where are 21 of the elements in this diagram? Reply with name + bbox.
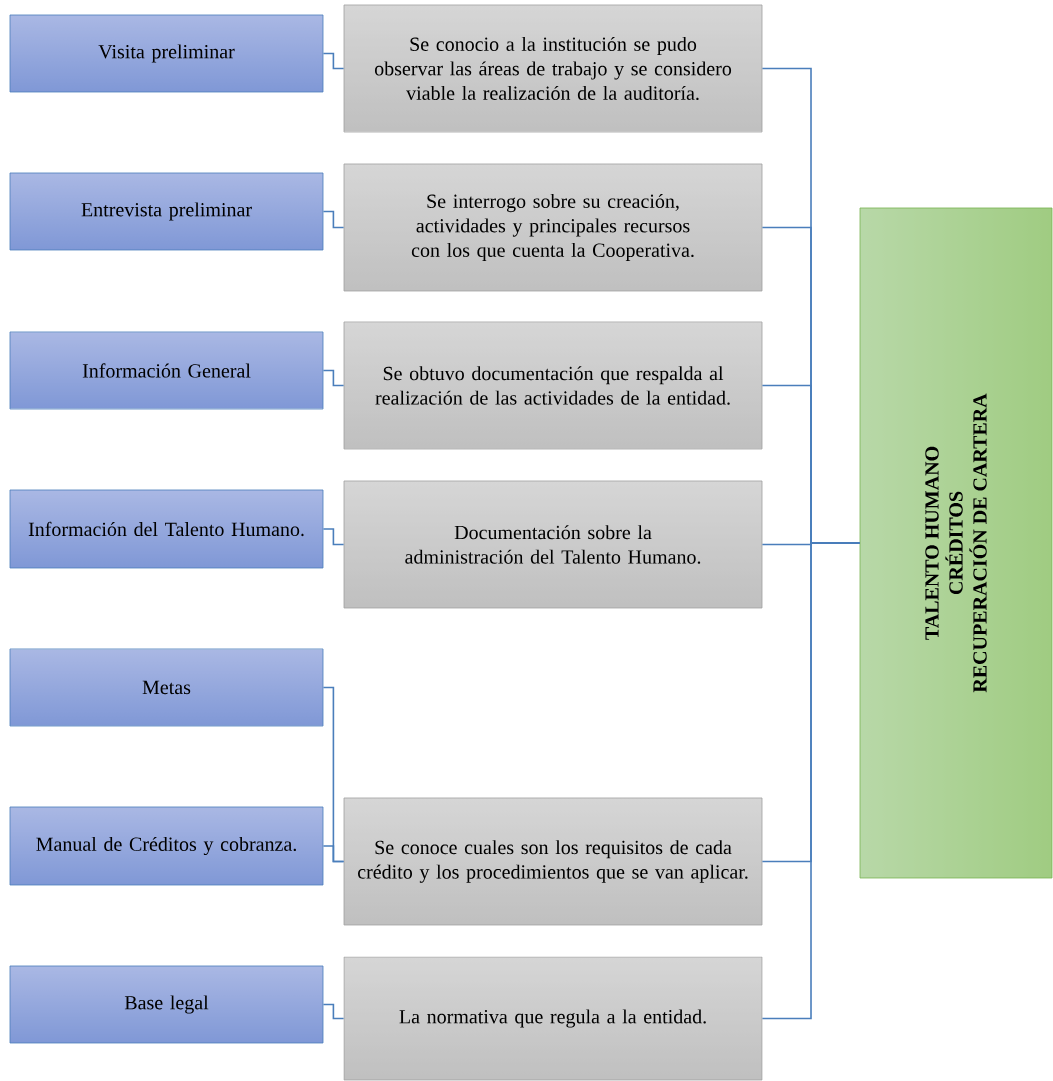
description-box: Se conocio a la institución se pudo observar las áreas de trabajo y se considero viable la realización de la auditoría. <box>343 4 763 133</box>
connector-line <box>322 1003 345 1020</box>
step-box: Visita preliminar <box>9 14 324 93</box>
step-box: Información del Talento Humano. <box>9 489 324 569</box>
step-box: Metas <box>9 648 324 727</box>
step-box: Información General <box>9 331 324 410</box>
description-box: La normativa que regula a la entidad. <box>343 956 763 1081</box>
connector-line <box>761 542 861 1020</box>
connector-line <box>322 210 345 229</box>
connector-line <box>322 528 345 546</box>
step-box: Entrevista preliminar <box>9 172 324 251</box>
description-box: Se obtuvo documentación que respalda al realización de las actividades de la entidad. <box>343 321 763 450</box>
description-box: Se interrogo sobre su creación, actividades y principales recursos con los que cuenta la Cooperativa. <box>343 163 763 292</box>
connector-line <box>322 369 345 387</box>
topic-box: TALENTO HUMANO CRÉDITOS RECUPERACIÓN DE CARTERA <box>859 207 1053 879</box>
connector-line <box>322 845 345 863</box>
step-box: Manual de Créditos y cobranza. <box>9 806 324 886</box>
description-box: Documentación sobre la administración del Talento Humano. <box>343 480 763 609</box>
connector-line <box>322 52 345 70</box>
step-box: Base legal <box>9 965 324 1044</box>
description-box: Se conoce cuales son los requisitos de cada crédito y los procedimientos que se van aplicar. <box>343 797 763 926</box>
